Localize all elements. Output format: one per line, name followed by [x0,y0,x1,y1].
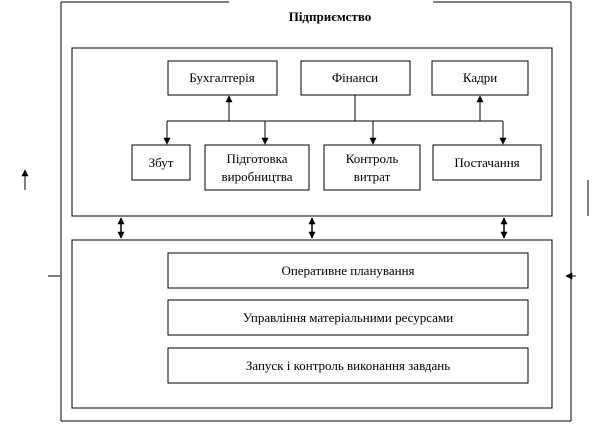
connector-lines [163,95,507,145]
cost-control-label-line2: витрат [354,169,391,184]
upper-panel [71,47,553,217]
enterprise-frame [60,1,572,422]
external-marks [21,169,589,280]
supply-label: Постачання [454,155,519,170]
task-execution-box: Запуск і контроль виконання завдань [167,347,529,384]
accounting-box: Бухгалтерія [167,60,278,96]
finance-box: Фінанси [300,60,411,96]
accounting-label: Бухгалтерія [189,70,254,85]
task-execution-label: Запуск і контроль виконання завдань [246,358,450,373]
operational-planning-box: Оперативне планування [167,252,529,289]
material-resources-box: Управління матеріальними ресурсами [167,299,529,336]
cost-control-box: Контроль витрат [323,144,421,191]
production-prep-label-line1: Підготовка [227,151,288,166]
sales-label: Збут [149,155,174,170]
production-prep-label-line2: виробництва [222,169,293,184]
production-prep-box: Підготовка виробництва [204,144,310,191]
sales-box: Збут [131,144,191,181]
personnel-label: Кадри [463,70,497,85]
cost-control-label-line1: Контроль [346,151,399,166]
personnel-box: Кадри [431,60,529,96]
material-resources-label: Управління матеріальними ресурсами [243,310,453,325]
supply-box: Постачання [432,144,542,181]
lower-panel [71,239,553,409]
panel-link-arrows [117,217,508,239]
enterprise-title: Підприємство [289,9,372,24]
operational-planning-label: Оперативне планування [281,263,414,278]
finance-label: Фінанси [332,70,378,85]
